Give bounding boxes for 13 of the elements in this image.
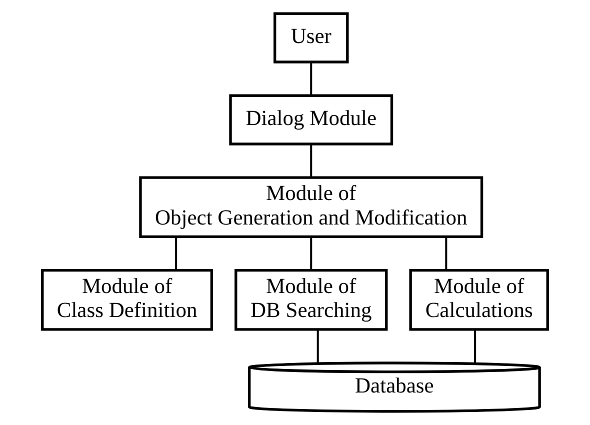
- node-box: Module of Object Generation and Modification: [139, 176, 484, 238]
- connector: [310, 144, 312, 178]
- connector: [175, 236, 178, 270]
- node-box: Dialog Module: [229, 94, 394, 146]
- connector: [310, 236, 312, 270]
- node-box: Module of DB Searching: [234, 268, 388, 331]
- connector: [310, 62, 312, 96]
- node-box: Module of Calculations: [409, 268, 549, 331]
- node-box: User: [274, 12, 349, 64]
- connector: [445, 236, 448, 270]
- node-box: Module of Class Definition: [41, 268, 214, 331]
- connector: [316, 329, 319, 363]
- connector: [474, 329, 476, 363]
